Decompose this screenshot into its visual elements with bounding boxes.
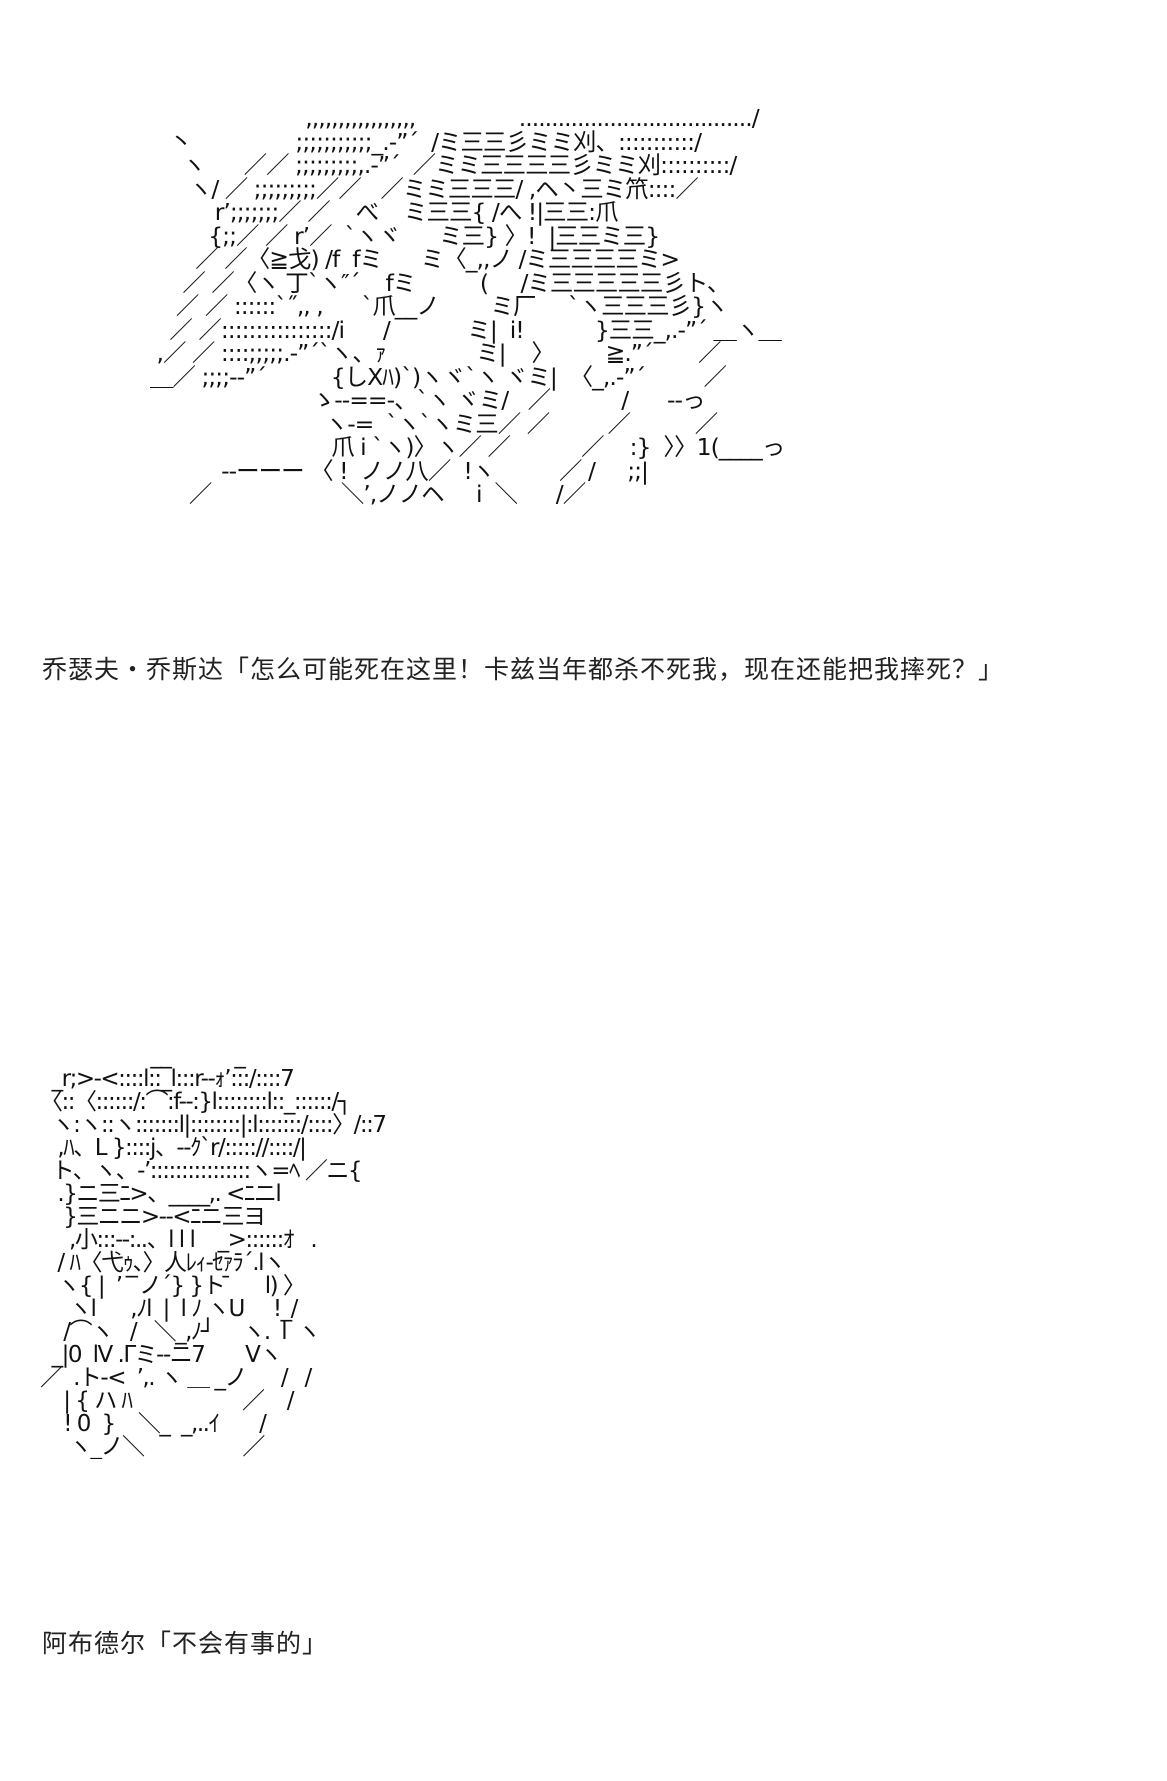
- dialogue-caption-joseph: 乔瑟夫・乔斯达「怎么可能死在这里！卡兹当年都杀不死我，现在还能把我摔死？」: [42, 655, 1005, 684]
- ascii-art-avdol: __ _ _r;>-<::::l::_l:::r--ｫ’:::/::::7 〈:…: [40, 1045, 387, 1459]
- dialogue-caption-avdol: 阿布德尔「不会有事的」: [42, 1629, 329, 1658]
- ascii-art-joseph-crash: ,,,,,,,,,,,,,,,,, ......................…: [150, 107, 785, 507]
